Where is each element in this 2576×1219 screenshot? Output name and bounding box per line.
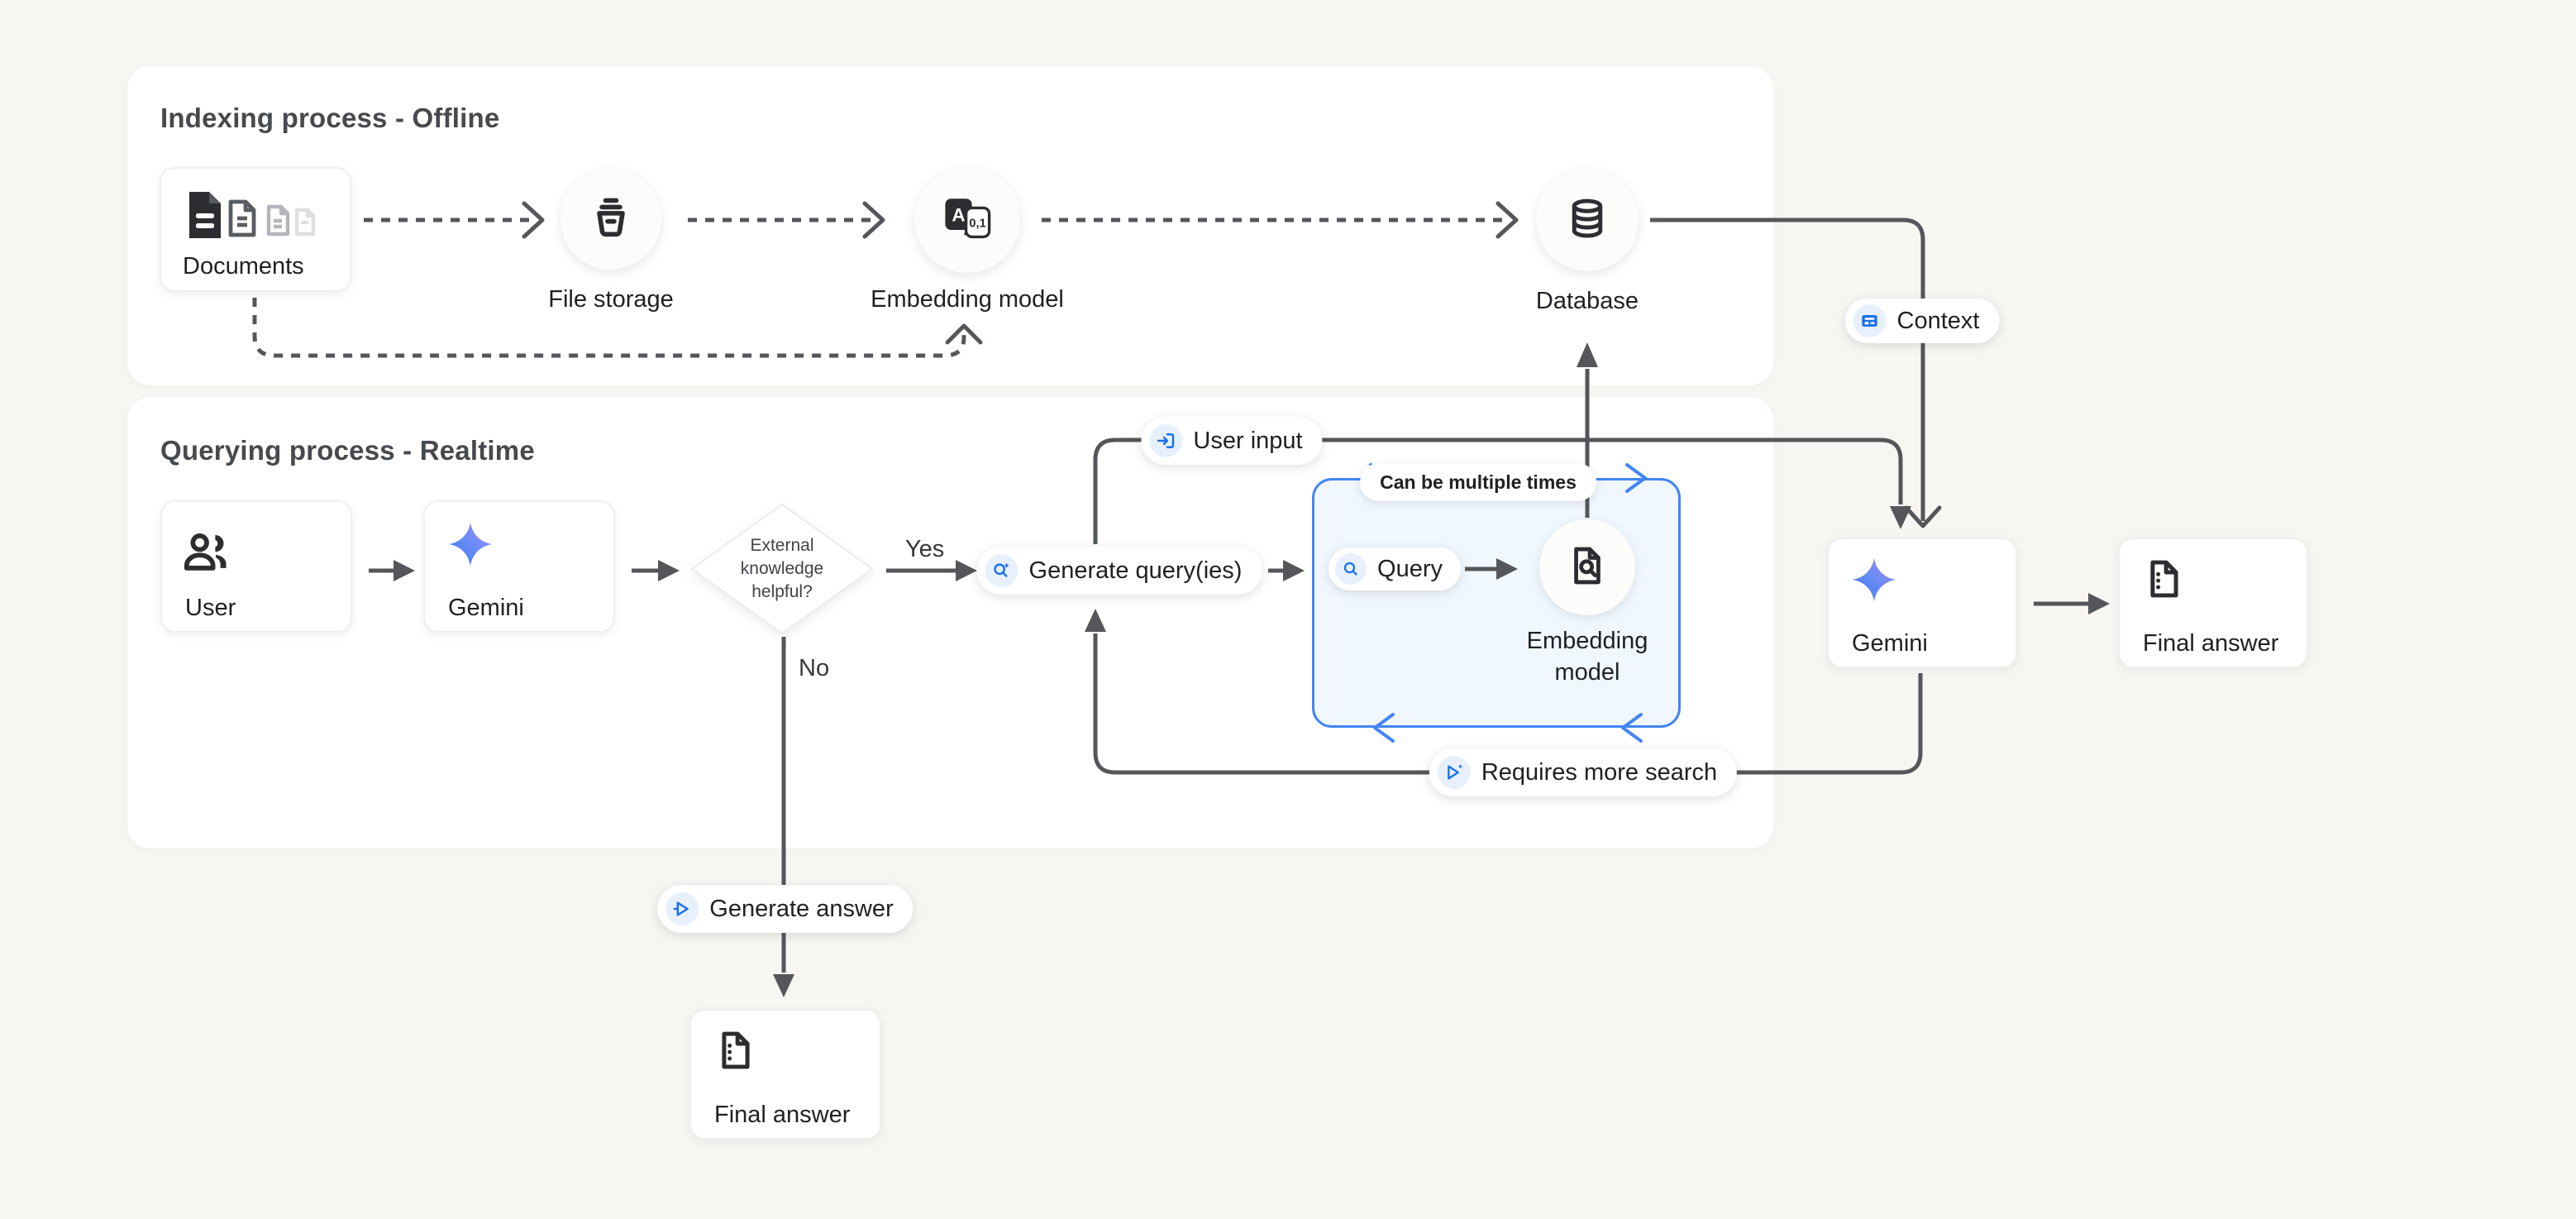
input-icon — [1149, 424, 1183, 457]
querying-panel-title: Querying process - Realtime — [160, 435, 535, 466]
embedding-online-line-2: model — [1554, 659, 1620, 686]
storage-bucket-icon — [588, 194, 634, 245]
users-icon — [182, 527, 231, 577]
documents-label: Documents — [183, 253, 304, 280]
edge-geminifinal-finalanswer-arrowhead — [2088, 593, 2110, 614]
database-node[interactable] — [1536, 169, 1639, 271]
edge-context-arrowhead — [1904, 505, 1942, 528]
gemini-star-icon — [1850, 556, 1898, 608]
generate-answer-label: Generate answer — [709, 895, 894, 922]
document-search-icon — [1566, 544, 1609, 591]
svg-text:A: A — [952, 204, 965, 225]
database-label: Database — [1535, 288, 1639, 314]
gemini-final-label: Gemini — [1852, 630, 1928, 657]
article-icon — [1853, 304, 1887, 337]
user-label: User — [185, 595, 236, 621]
embedding-model-online-label: Embedding model — [1527, 625, 1648, 688]
file-storage-node[interactable] — [561, 169, 661, 270]
embedding-online-line-1: Embedding — [1526, 628, 1648, 654]
embedding-model-online-node[interactable] — [1539, 519, 1635, 615]
no-edge-label: No — [799, 655, 830, 681]
embedding-model-offline-node[interactable]: A 0,1 — [914, 167, 1020, 273]
decision-node[interactable]: External knowledge helpful? — [690, 503, 874, 635]
generate-answer-pill: Generate answer — [657, 885, 914, 933]
gemini-star-icon — [446, 520, 494, 572]
send-sparkle-icon — [1437, 756, 1471, 789]
decision-line-2: knowledge — [740, 559, 824, 578]
database-icon — [1565, 196, 1610, 245]
embedding-model-offline-label: Embedding model — [871, 286, 1064, 313]
edge-decision-finalanswer-no-arrowhead — [773, 974, 794, 997]
final-answer-bottom-node[interactable]: Final answer — [689, 1009, 881, 1140]
gemini-final-node[interactable]: Gemini — [1827, 538, 2017, 668]
query-pill[interactable]: Query — [1329, 547, 1461, 590]
decision-text: External knowledge helpful? — [690, 503, 874, 635]
document-stack-icon — [186, 189, 320, 246]
user-node[interactable]: User — [160, 500, 352, 633]
user-input-pill[interactable]: User input — [1141, 417, 1323, 465]
context-pill: Context — [1844, 299, 2000, 343]
requires-more-search-label: Requires more search — [1481, 758, 1718, 786]
search-sparkle-icon — [985, 554, 1018, 587]
final-answer-right-label: Final answer — [2143, 630, 2279, 657]
yes-edge-label: Yes — [905, 536, 945, 562]
loop-note-label: Can be multiple times — [1380, 471, 1577, 493]
edge-userinput-arrowhead — [1890, 506, 1911, 529]
generate-queries-pill[interactable]: Generate query(ies) — [976, 547, 1262, 595]
send-icon — [665, 892, 699, 925]
generate-queries-label: Generate query(ies) — [1028, 557, 1243, 584]
context-label: Context — [1896, 307, 1980, 334]
answer-document-icon — [714, 1029, 757, 1076]
indexing-panel-title: Indexing process - Offline — [160, 103, 500, 133]
text-to-numbers-icon: A 0,1 — [942, 195, 993, 246]
loop-note-pill: Can be multiple times — [1360, 463, 1596, 501]
query-label: Query — [1377, 555, 1443, 582]
final-answer-right-node[interactable]: Final answer — [2118, 538, 2308, 668]
decision-line-3: helpful? — [751, 582, 813, 601]
decision-diamond-shape — [691, 504, 873, 634]
svg-text:0,1: 0,1 — [969, 217, 985, 230]
final-answer-bottom-label: Final answer — [714, 1102, 851, 1128]
answer-document-icon — [2143, 557, 2186, 605]
gemini-label: Gemini — [448, 595, 524, 621]
user-input-label: User input — [1193, 427, 1303, 454]
decision-line-1: External — [750, 536, 814, 555]
requires-more-search-pill: Requires more search — [1429, 748, 1738, 796]
documents-node[interactable]: Documents — [160, 167, 351, 292]
gemini-node[interactable]: Gemini — [423, 500, 615, 633]
search-icon — [1335, 553, 1367, 585]
file-storage-label: File storage — [548, 286, 674, 313]
retrieval-loop-outline-duplicate — [1312, 478, 1681, 728]
